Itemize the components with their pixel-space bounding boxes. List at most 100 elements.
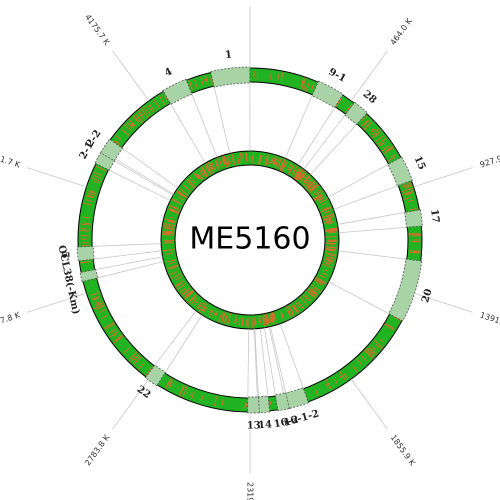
stripe bbox=[274, 159, 279, 169]
stripe bbox=[270, 157, 273, 164]
stripe bbox=[194, 79, 198, 89]
stripe bbox=[314, 277, 325, 285]
stripe bbox=[115, 140, 120, 145]
stripe bbox=[214, 310, 219, 318]
tick-label: 3711.7 K bbox=[0, 150, 22, 170]
stripe bbox=[165, 379, 171, 387]
stripe bbox=[232, 158, 234, 162]
stripe bbox=[180, 287, 186, 293]
region-label: 9-1 bbox=[327, 67, 348, 85]
region-label: 1 bbox=[224, 49, 232, 61]
stripe bbox=[213, 396, 217, 406]
stripe bbox=[371, 346, 377, 351]
stripe bbox=[169, 216, 173, 219]
stripe bbox=[178, 188, 189, 196]
region-connector bbox=[327, 163, 389, 198]
stripe bbox=[314, 194, 325, 201]
stripe bbox=[223, 315, 228, 324]
region-block bbox=[210, 66, 251, 88]
stripe bbox=[92, 174, 102, 180]
stripe bbox=[163, 226, 174, 230]
stripe bbox=[367, 347, 375, 355]
stripe bbox=[343, 373, 348, 379]
stripe bbox=[183, 185, 189, 190]
region-label: 4 bbox=[163, 66, 174, 79]
region-connector bbox=[170, 103, 206, 164]
stripe bbox=[271, 159, 274, 165]
stripe bbox=[108, 330, 119, 339]
region-connector bbox=[297, 106, 336, 166]
stripe bbox=[137, 116, 141, 120]
stripe bbox=[185, 291, 191, 297]
stripe bbox=[186, 178, 196, 188]
stripe bbox=[222, 155, 227, 165]
stripe bbox=[227, 155, 231, 164]
stripe bbox=[325, 248, 335, 251]
stripe bbox=[82, 222, 91, 225]
stripe bbox=[322, 206, 332, 211]
tick-line bbox=[27, 292, 87, 313]
stripe bbox=[129, 355, 136, 363]
stripe bbox=[170, 273, 182, 280]
stripe bbox=[324, 211, 330, 214]
stripe bbox=[200, 395, 204, 402]
stripe bbox=[176, 283, 186, 291]
stripe bbox=[95, 301, 105, 307]
tick-line bbox=[112, 378, 150, 430]
stripe bbox=[401, 182, 412, 187]
stripe bbox=[242, 316, 244, 326]
stripe bbox=[210, 161, 216, 171]
stripe bbox=[294, 168, 300, 176]
stripe bbox=[374, 132, 380, 138]
stripe bbox=[213, 310, 217, 316]
region-connector bbox=[263, 327, 276, 396]
stripe bbox=[166, 259, 176, 263]
stripe bbox=[101, 315, 108, 319]
stripe bbox=[361, 115, 367, 122]
stripe bbox=[375, 343, 383, 350]
region-connector bbox=[310, 123, 358, 175]
stripe bbox=[310, 288, 318, 295]
stripe bbox=[169, 261, 176, 265]
stripe bbox=[133, 354, 140, 361]
stripe bbox=[95, 304, 106, 310]
stripe bbox=[313, 190, 320, 196]
stripe bbox=[272, 154, 277, 165]
stripe bbox=[408, 207, 418, 211]
tick-label: 3247.8 K bbox=[0, 310, 22, 330]
tick-line bbox=[112, 50, 150, 102]
region-label: 16-2 bbox=[273, 415, 300, 431]
stripe bbox=[191, 297, 198, 304]
stripe bbox=[204, 73, 208, 84]
stripe bbox=[172, 198, 181, 204]
stripe bbox=[182, 289, 190, 296]
stripe bbox=[179, 385, 184, 396]
region-label: 17 bbox=[428, 209, 441, 224]
stripe bbox=[112, 333, 117, 337]
stripe bbox=[300, 173, 306, 179]
stripe bbox=[215, 162, 220, 170]
tick-label: 1855.9 K bbox=[389, 433, 418, 468]
stripe bbox=[402, 187, 414, 193]
stripe bbox=[127, 118, 136, 126]
stripe bbox=[375, 135, 384, 143]
stripe bbox=[87, 192, 97, 196]
stripe bbox=[270, 315, 274, 323]
stripe bbox=[162, 232, 170, 235]
stripe bbox=[279, 158, 286, 172]
stripe bbox=[149, 104, 156, 112]
stripe bbox=[266, 315, 270, 323]
stripe bbox=[382, 147, 394, 155]
stripe bbox=[96, 302, 101, 305]
stripe bbox=[390, 154, 396, 158]
stripe bbox=[137, 362, 145, 371]
stripe bbox=[336, 98, 342, 107]
stripe bbox=[289, 164, 294, 171]
region-connector bbox=[338, 226, 408, 234]
stripe bbox=[327, 231, 336, 234]
stripe bbox=[208, 308, 213, 315]
stripe bbox=[287, 310, 291, 315]
region-connector bbox=[337, 211, 406, 225]
stripe bbox=[339, 375, 343, 379]
stripe bbox=[271, 313, 275, 322]
